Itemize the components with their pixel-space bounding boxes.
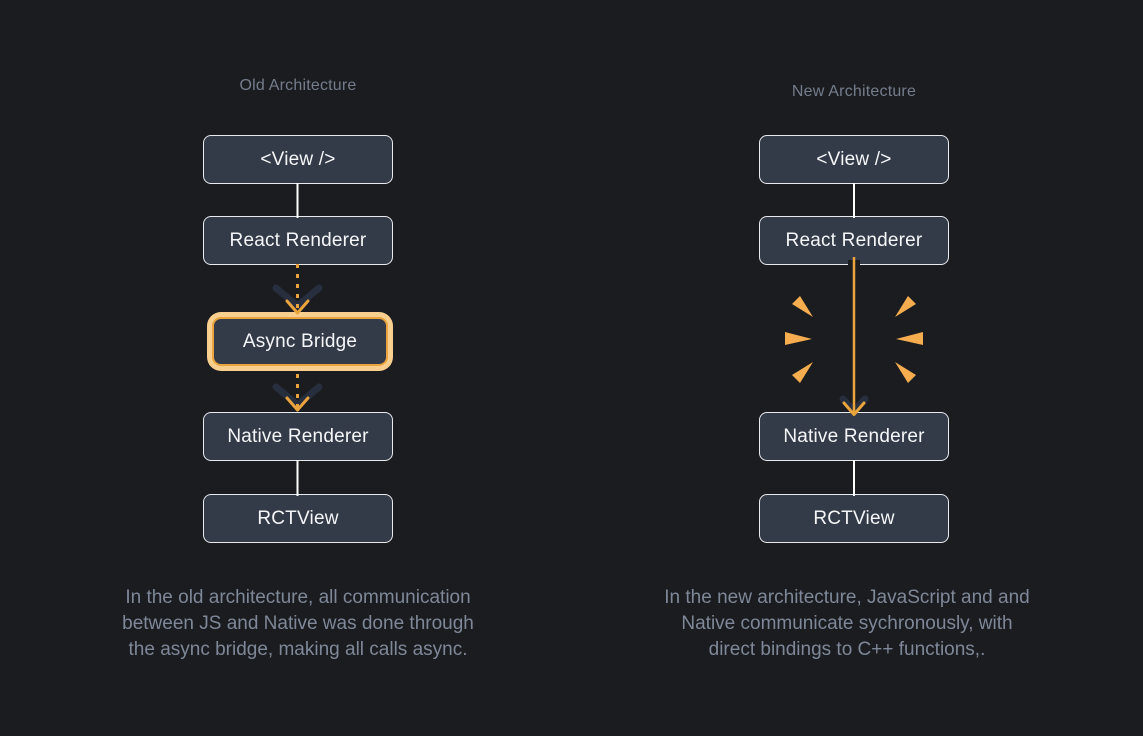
caption-line: In the old architecture, all communicati… [125, 587, 471, 608]
dashed-down-arrow-head-icon [285, 396, 310, 412]
node-rctview-old: RCTView [203, 494, 393, 543]
node-native-renderer-old: Native Renderer [203, 412, 393, 461]
burst-icon [792, 362, 813, 383]
burst-icon [896, 332, 923, 345]
burst-icon [895, 362, 916, 383]
caption-line: Native communicate sychronously, with [681, 613, 1013, 634]
node-view-old: <View /> [203, 135, 393, 184]
new-architecture-caption: In the new architecture, JavaScript and … [617, 585, 1077, 663]
arrow-shadow-chevron-icon [839, 395, 869, 415]
node-native-renderer-new: Native Renderer [759, 412, 949, 461]
new-architecture-title: New Architecture [791, 83, 917, 100]
node-rctview-new: RCTView [759, 494, 949, 543]
node-react-renderer-old: React Renderer [203, 216, 393, 265]
arrow-shadow-chevron-icon [272, 284, 323, 310]
dashed-down-arrow-head-icon [285, 299, 310, 315]
old-architecture-title: Old Architecture [239, 77, 357, 94]
caption-line: In the new architecture, JavaScript and … [664, 587, 1030, 608]
caption-line: the async bridge, making all calls async… [128, 639, 468, 660]
caption-line: direct bindings to C++ functions,. [708, 639, 986, 660]
node-react-renderer-new: React Renderer [759, 216, 949, 265]
caption-line: between JS and Native was done through [122, 613, 474, 634]
old-architecture-caption: In the old architecture, all communicati… [68, 585, 528, 663]
node-async-bridge: Async Bridge [212, 317, 388, 366]
arrow-shadow-chevron-icon [272, 383, 323, 409]
burst-icon [785, 332, 812, 345]
node-view-new: <View /> [759, 135, 949, 184]
burst-icon [792, 296, 813, 317]
burst-icon [895, 296, 916, 317]
